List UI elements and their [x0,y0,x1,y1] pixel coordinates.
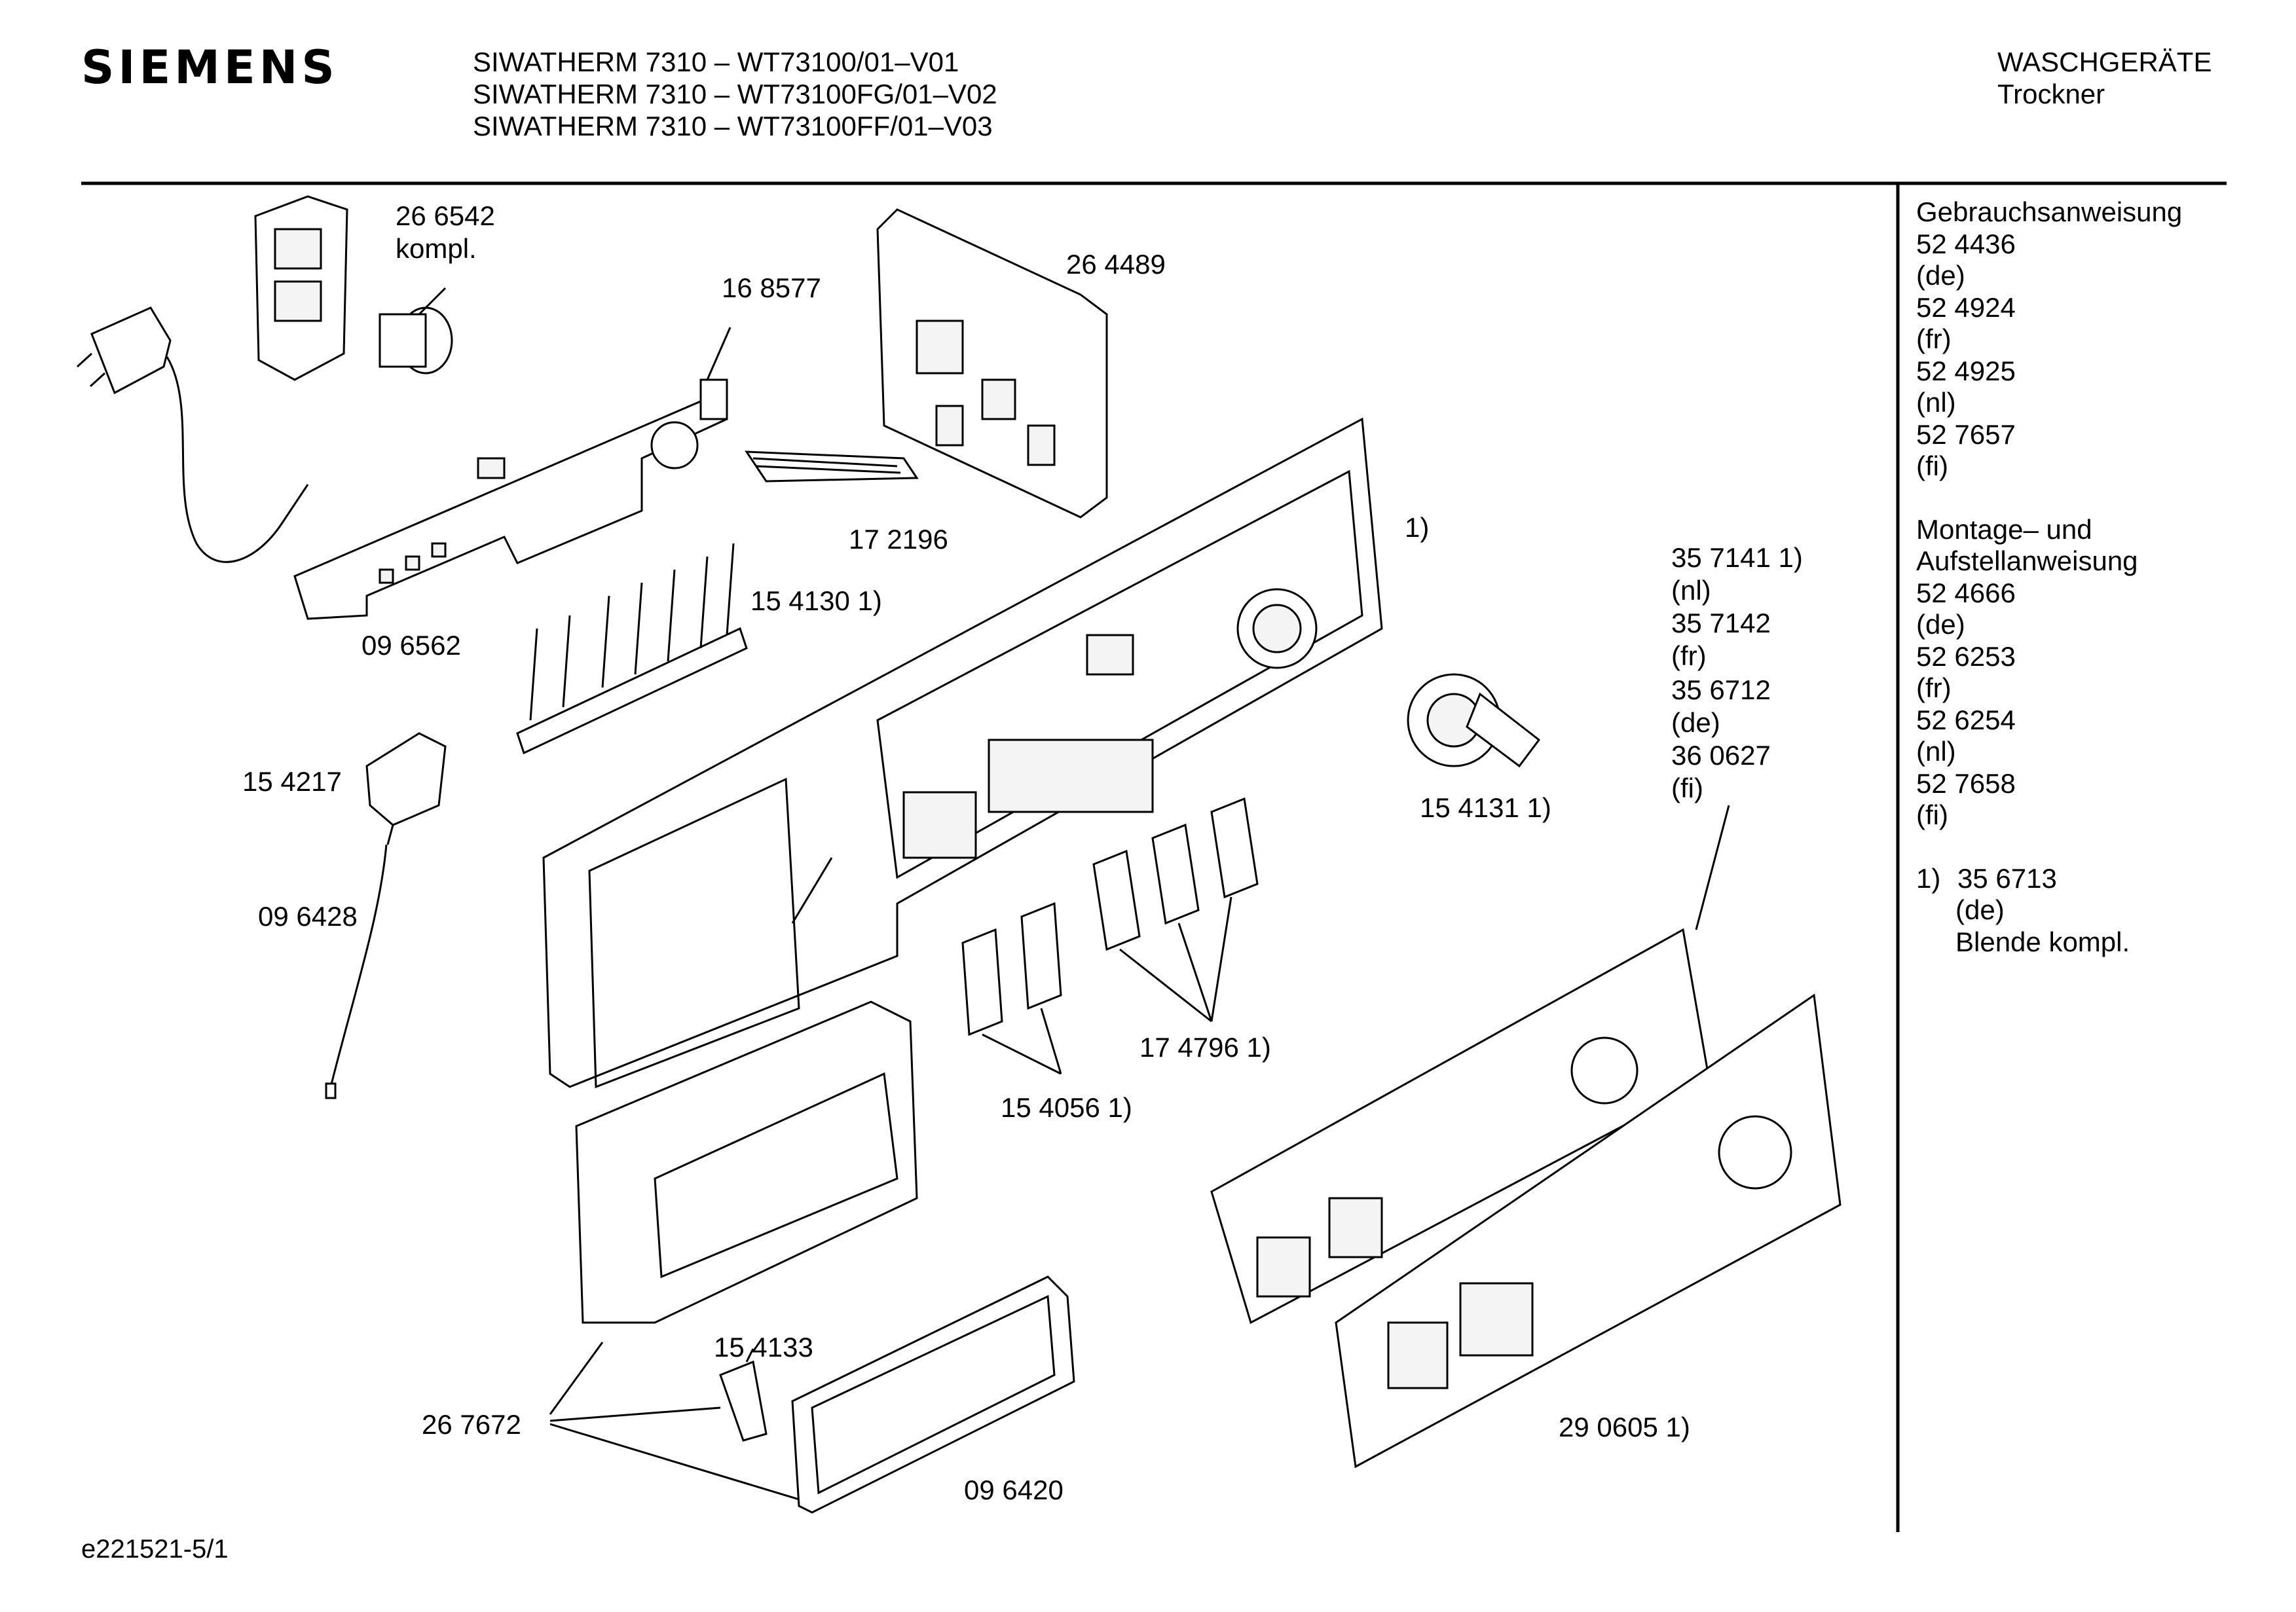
manual-title: Gebrauchsanweisung [1916,196,2183,227]
label-357141-lang: (nl) [1671,575,1711,606]
manual-item: (fr) [1916,323,1952,354]
buttons-174796 [1092,797,1259,1023]
label-172196: 17 2196 [849,524,948,555]
manual-item: 52 4436 [1916,228,2016,259]
label-266542: 26 6542 [396,200,495,231]
window-096420 [791,1275,1075,1514]
label-168577: 16 8577 [722,272,821,303]
control-board-096562 [293,327,731,620]
model-line-1: SIWATHERM 7310 – WT73100/01–V01 [473,46,959,77]
install-item: 52 6253 [1916,640,2016,672]
manual-item: (de) [1916,260,1965,291]
buttons-154056 [961,902,1062,1075]
install-item: 52 4666 [1916,577,2016,608]
footnote-marker: 1) [1916,862,1941,894]
cover-267672 [549,1000,918,1501]
panel-insert-290605 [1335,993,1842,1469]
label-154130: 15 4130 1) [750,585,882,616]
install-item: (nl) [1916,736,1956,767]
category-label: WASCHGERÄTE [1997,46,2212,77]
rotary-knob-154131 [1407,673,1541,768]
label-174796: 17 4796 1) [1139,1032,1271,1063]
footnote-desc: Blende kompl. [1955,926,2130,957]
install-item: (fr) [1916,672,1952,703]
label-356712-lang: (de) [1671,707,1720,738]
category-block: WASCHGERÄTE Trockner [1997,46,2212,110]
ribbon-cable-172196 [745,450,919,483]
manual-item: (nl) [1916,387,1956,418]
label-360627: 36 0627 [1671,740,1771,771]
fascia-frame [542,417,1383,1089]
label-266542-note: kompl. [396,233,477,264]
clip-154133 [719,1348,768,1442]
connector-154217 [365,732,447,845]
label-267672: 26 7672 [422,1409,521,1440]
model-line-2: SIWATHERM 7310 – WT73100FG/01–V02 [473,79,997,109]
brand-logo: SIEMENS [81,41,339,94]
footnote-part: 35 6713 [1957,862,2057,894]
label-357141: 35 7141 1) [1671,542,1803,573]
install-item: 52 6254 [1916,704,2016,735]
slider-keys-154130 [516,543,748,755]
footnote-line: 1) 35 6713 [1916,863,2182,895]
label-357142-lang: (fr) [1671,640,1707,671]
model-list: SIWATHERM 7310 – WT73100/01–V01 SIWATHER… [473,46,997,142]
label-356712: 35 6712 [1671,674,1771,705]
install-title-2: Aufstellanweisung [1916,545,2138,576]
footnote-lang: (de) [1955,894,2005,925]
manual-item: 52 7657 [1916,418,2016,450]
drawing-code: e221521-5/1 [81,1535,229,1564]
label-154131: 15 4131 1) [1420,792,1551,823]
install-item: (de) [1916,609,1965,640]
install-item: 52 7658 [1916,767,2016,799]
label-290605: 29 0605 1) [1559,1412,1690,1442]
label-154056: 15 4056 1) [1001,1092,1132,1123]
cable-096428 [325,844,388,1099]
label-154217: 15 4217 [242,766,342,797]
label-096428: 09 6428 [258,901,358,932]
label-fascia-note: 1) [1405,512,1429,543]
power-module-264489 [876,208,1108,519]
label-096562: 09 6562 [361,630,461,661]
manual-item: 52 4925 [1916,355,2016,386]
label-096420: 09 6420 [964,1475,1064,1505]
reference-sidebar: Gebrauchsanweisung 52 4436 (de) 52 4924 … [1916,196,2182,958]
manual-item: 52 4924 [1916,291,2016,323]
manual-item: (fi) [1916,450,1948,481]
label-357142: 35 7142 [1671,608,1771,638]
connector-block-266542 [254,195,453,381]
model-line-3: SIWATHERM 7310 – WT73100FF/01–V03 [473,111,993,141]
install-item: (fi) [1916,799,1948,830]
label-360627-lang: (fi) [1671,773,1703,803]
install-title: Montage– und [1916,513,2092,545]
label-154133: 15 4133 [714,1332,813,1363]
subcategory-label: Trockner [1997,79,2105,109]
power-cord-plug [76,306,309,563]
label-264489: 26 4489 [1066,249,1166,280]
